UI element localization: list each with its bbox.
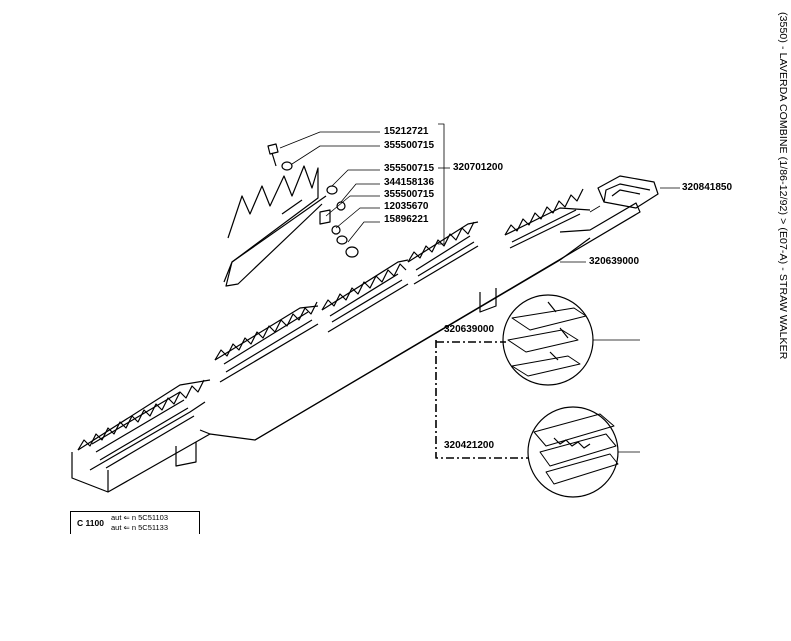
sawtooth-blade xyxy=(223,165,327,287)
model-serial-box: C 1100 aut ⇐ n 5C51103 aut ⇐ n 5C51133 xyxy=(70,511,200,534)
leader-lines xyxy=(279,123,680,263)
part-number-355500715-b: 355500715 xyxy=(384,163,435,174)
step-section-2 xyxy=(214,301,319,383)
part-number-355500715-a: 355500715 xyxy=(384,140,435,151)
serial-range-2: aut ⇐ n 5C51133 xyxy=(111,523,169,532)
model-code: C 1100 xyxy=(77,518,104,528)
part-number-320841850: 320841850 xyxy=(682,182,733,193)
dash-dot-connectors xyxy=(435,340,528,459)
step-section-5 xyxy=(504,188,591,249)
diagram-title: (3550) - LAVERDA COMBINE (1/86-12/92) > … xyxy=(777,12,789,360)
step-section-3 xyxy=(321,259,409,333)
detail-circle-top xyxy=(502,294,640,386)
part-number-group-320701200: 320701200 xyxy=(453,162,504,173)
step-section-1 xyxy=(77,379,211,471)
serial-range-1: aut ⇐ n 5C51103 xyxy=(111,513,169,522)
part-number-15896221: 15896221 xyxy=(384,214,429,225)
walker-body xyxy=(71,202,641,493)
detail-circle-bottom xyxy=(527,406,640,498)
part-number-355500715-c: 355500715 xyxy=(384,189,435,200)
part-number-12035670: 12035670 xyxy=(384,201,429,212)
step-section-4 xyxy=(407,221,479,285)
part-number-344158136: 344158136 xyxy=(384,177,435,188)
part-number-320639000: 320639000 xyxy=(589,256,640,267)
cover-plate xyxy=(597,175,659,209)
support-brackets xyxy=(175,288,497,467)
hardware-parts xyxy=(267,143,359,258)
part-number-detail-320421200: 320421200 xyxy=(444,440,495,451)
part-number-detail-320639000: 320639000 xyxy=(444,324,495,335)
part-number-15212721: 15212721 xyxy=(384,126,429,137)
